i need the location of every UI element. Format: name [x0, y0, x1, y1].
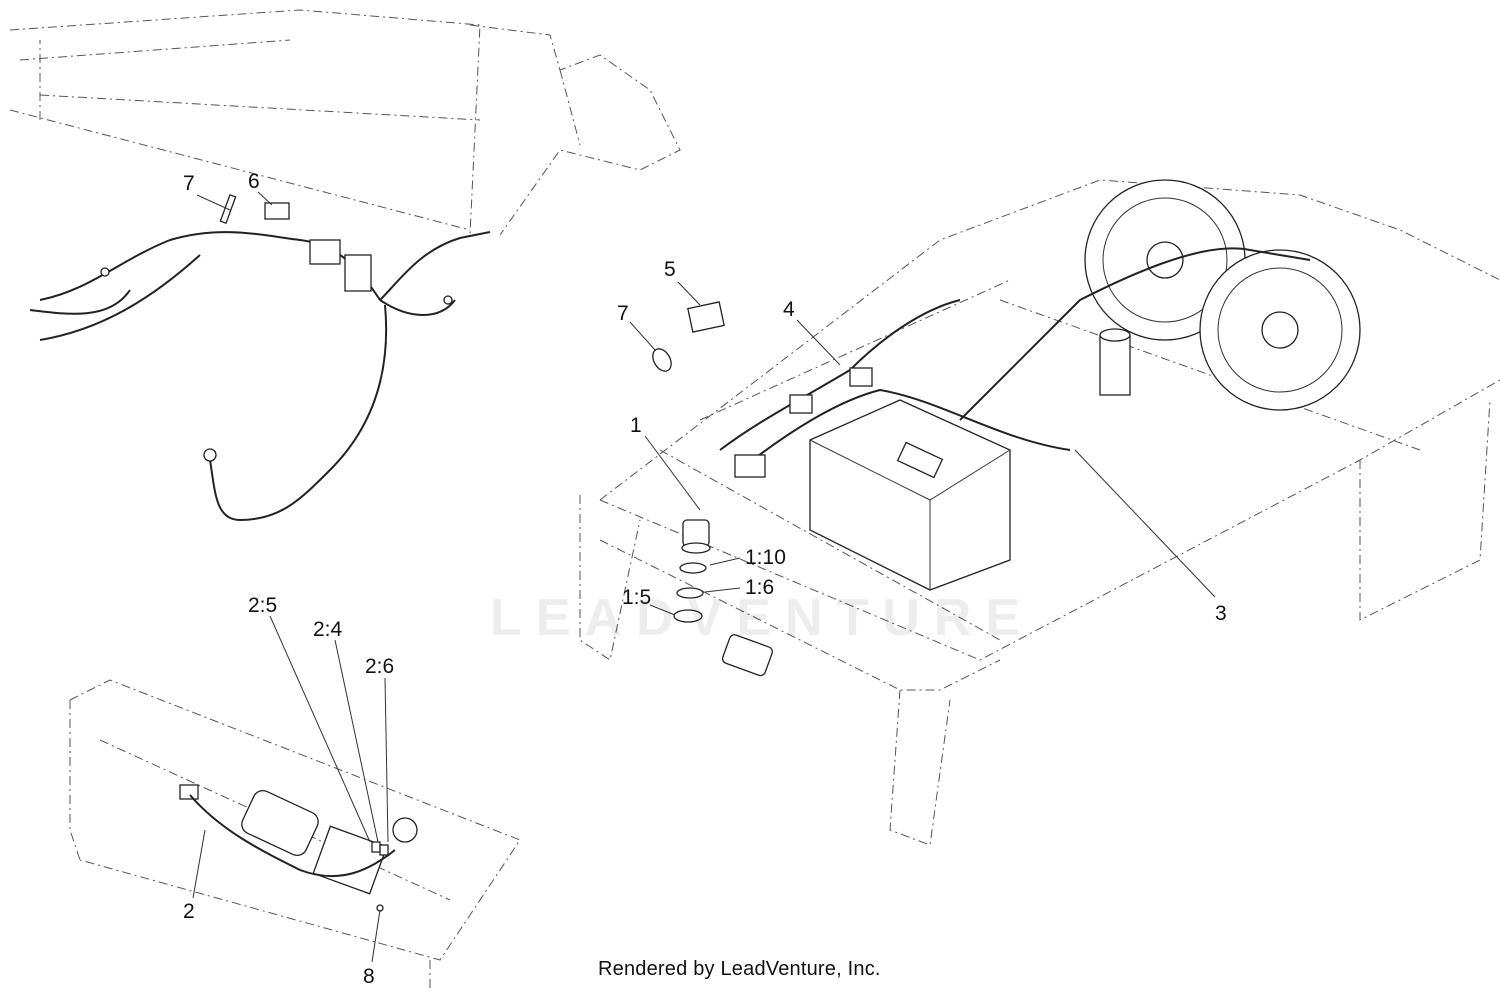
- footer-credit: Rendered by LeadVenture, Inc.: [598, 958, 881, 980]
- top-left-assembly: [9, 9, 681, 522]
- receptacle-1-icon: [682, 519, 710, 547]
- callout-8: 8: [363, 965, 375, 988]
- main-frame-assembly: [579, 179, 1500, 846]
- callout-2-5: 2:5: [248, 594, 277, 617]
- relay-5-icon: [687, 301, 725, 333]
- connector-6-icon: [264, 202, 290, 220]
- washer-1-10-icon: [679, 562, 707, 574]
- callout-4: 4: [783, 298, 795, 321]
- callout-labels: 7 6 5 7 4 1 1:10 1:6 1:5 3 2:5 2:4 2:6 2…: [183, 170, 1227, 988]
- callout-2-4: 2:4: [313, 618, 343, 641]
- bottom-left-assembly: [69, 679, 521, 990]
- callout-1-5: 1:5: [622, 586, 651, 609]
- callout-5: 5: [664, 258, 676, 281]
- callout-1: 1: [630, 414, 642, 437]
- callout-7-top-left: 7: [183, 172, 195, 195]
- callout-1-6: 1:6: [745, 576, 774, 599]
- callout-1-10: 1:10: [745, 546, 786, 569]
- callout-6: 6: [248, 170, 260, 193]
- nut-1-5-icon: [673, 609, 703, 623]
- leader-lines: [192, 191, 1216, 963]
- ring-7b-icon: [652, 348, 672, 372]
- callout-2: 2: [183, 900, 195, 923]
- washer-1-6-icon: [676, 587, 704, 599]
- callout-2-6: 2:6: [365, 655, 394, 678]
- controller-box-icon: [809, 399, 1011, 591]
- motor-icon: [241, 790, 319, 856]
- callout-7-right: 7: [617, 302, 629, 325]
- watermark: LEADVENTURE: [490, 589, 1035, 647]
- callout-3: 3: [1215, 602, 1227, 625]
